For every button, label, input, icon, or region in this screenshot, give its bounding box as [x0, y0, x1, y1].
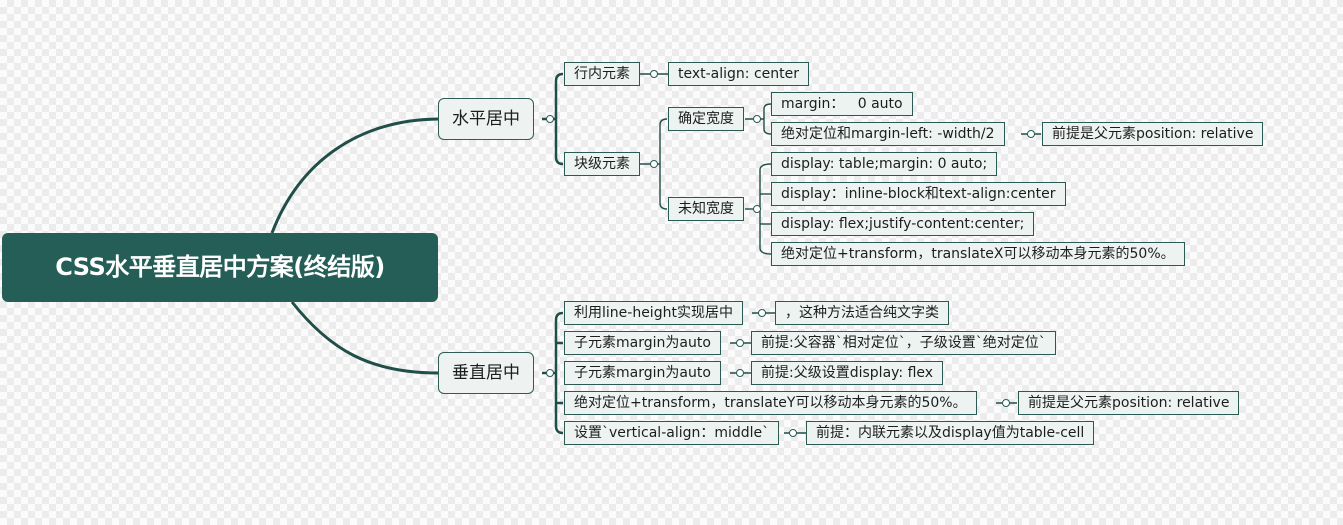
note-parent-relative-2[interactable]: 前提是父元素position: relative — [1018, 391, 1240, 415]
leaf-margin-auto[interactable]: margin： 0 auto — [771, 92, 913, 116]
bracket-block — [659, 118, 668, 210]
topic-line-height[interactable]: 利用line-height实现居中 — [564, 301, 743, 325]
topic-block-element[interactable]: 块级元素 — [564, 152, 640, 176]
bracket-vertical — [554, 311, 564, 435]
note-text-only[interactable]: ，这种方法适合纯文字类 — [775, 301, 949, 325]
collapse-knob-icon[interactable] — [650, 160, 658, 168]
leaf-inline-block[interactable]: display：inline-block和text-align:center — [771, 182, 1066, 206]
leaf-absolute-margin-left[interactable]: 绝对定位和margin-left: -width/2 — [771, 122, 1005, 146]
leaf-display-flex[interactable]: display: flex;justify-content:center; — [771, 212, 1035, 236]
leaf-text-align-center[interactable]: text-align: center — [668, 62, 810, 86]
topic-horizontal-center[interactable]: 水平居中 — [438, 98, 534, 140]
note-table-cell[interactable]: 前提：内联元素以及display值为table-cell — [806, 421, 1095, 445]
root-topic[interactable]: CSS水平垂直居中方案(终结版) — [2, 233, 438, 302]
collapse-knob-icon[interactable] — [753, 205, 761, 213]
collapse-knob-icon[interactable] — [753, 115, 761, 123]
connector-root-horizontal — [270, 117, 439, 234]
collapse-knob-icon[interactable] — [1002, 399, 1010, 407]
topic-vertical-center[interactable]: 垂直居中 — [438, 352, 534, 394]
connector-root-vertical — [290, 301, 439, 375]
note-relative-absolute[interactable]: 前提:父容器`相对定位`，子级设置`绝对定位` — [751, 331, 1056, 355]
collapse-knob-icon[interactable] — [650, 70, 658, 78]
leaf-display-table[interactable]: display: table;margin: 0 auto; — [771, 152, 998, 176]
collapse-knob-icon[interactable] — [736, 369, 744, 377]
topic-unknown-width[interactable]: 未知宽度 — [668, 197, 744, 221]
topic-known-width[interactable]: 确定宽度 — [668, 107, 744, 131]
collapse-knob-icon[interactable] — [736, 339, 744, 347]
note-parent-relative[interactable]: 前提是父元素position: relative — [1042, 122, 1264, 146]
topic-margin-auto-1[interactable]: 子元素margin为auto — [564, 331, 721, 355]
topic-absolute-transform-y[interactable]: 绝对定位+transform，translateY可以移动本身元素的50%。 — [564, 391, 977, 415]
bracket-horizontal — [554, 72, 564, 166]
topic-margin-auto-2[interactable]: 子元素margin为auto — [564, 361, 721, 385]
bracket-unknown — [759, 163, 772, 255]
collapse-knob-icon[interactable] — [546, 115, 554, 123]
collapse-knob-icon[interactable] — [758, 309, 766, 317]
collapse-knob-icon[interactable] — [546, 369, 554, 377]
topic-inline-element[interactable]: 行内元素 — [564, 62, 640, 86]
collapse-knob-icon[interactable] — [789, 429, 797, 437]
note-parent-flex[interactable]: 前提:父级设置display: flex — [751, 361, 944, 385]
leaf-absolute-transform-x[interactable]: 绝对定位+transform，translateX可以移动本身元素的50%。 — [771, 242, 1185, 266]
bracket-known — [763, 103, 772, 135]
collapse-knob-icon[interactable] — [1027, 130, 1035, 138]
topic-vertical-align[interactable]: 设置`vertical-align：middle` — [564, 421, 780, 445]
